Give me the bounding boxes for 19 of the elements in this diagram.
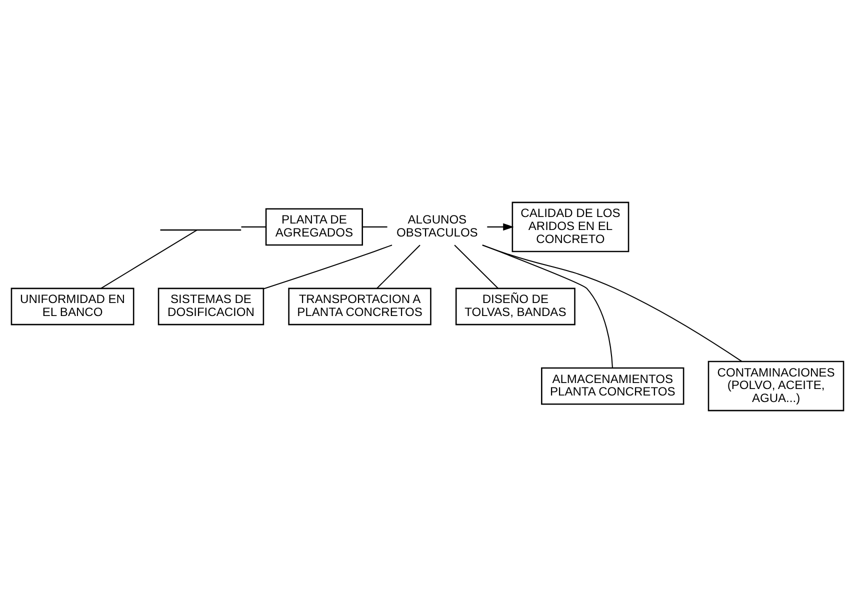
- node-box: DISEÑO DE TOLVAS, BANDAS: [455, 288, 576, 326]
- connector: [264, 244, 392, 290]
- connector: [362, 226, 388, 228]
- node-box: ALMACENAMIENTOS PLANTA CONCRETOS: [541, 367, 684, 405]
- node-box: CONTAMINACIONES (POLVO, ACEITE, AGUA...): [708, 360, 844, 412]
- connector: [241, 226, 266, 228]
- node-box: UNIFORMIDAD EN EL BANCO: [10, 288, 134, 326]
- node-box: PLANTA DE AGREGADOS: [265, 208, 363, 246]
- connector: [482, 244, 742, 362]
- node-box: CALIDAD DE LOS ARIDOS EN EL CONCRETO: [512, 202, 630, 252]
- connector: [454, 244, 498, 289]
- connector: [100, 230, 198, 289]
- connector: [376, 244, 420, 289]
- node-text: ALGUNOS OBSTACULOS: [396, 212, 478, 240]
- node-box: TRANSPORTACION A PLANTA CONCRETOS: [288, 288, 432, 326]
- arrow: [487, 223, 514, 231]
- node-box: SISTEMAS DE DOSIFICACION: [158, 288, 264, 326]
- node-zigzag: [160, 229, 242, 231]
- connector: [482, 244, 613, 368]
